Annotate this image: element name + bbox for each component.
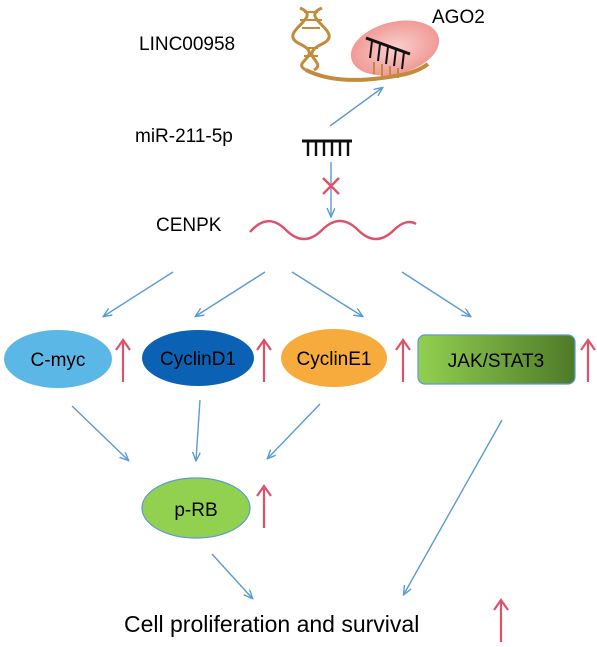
prb-node: p-RB	[141, 477, 251, 539]
jakstat3-label: JAK/STAT3	[448, 351, 544, 372]
cyclind1-to-prb-arrow	[196, 399, 201, 460]
cenpk-to-cyclind1-arrow	[196, 271, 266, 316]
up-arrow-icon	[115, 338, 131, 382]
cycline1-node: CyclinE1	[281, 329, 387, 387]
lncrna-helix-icon	[291, 6, 331, 72]
lncrna-strand	[305, 62, 430, 82]
mirna-to-ago2-arrow	[329, 88, 382, 127]
jakstat3-node: JAK/STAT3	[417, 334, 576, 385]
cyclind1-node: CyclinD1	[142, 330, 254, 386]
jakstat3-to-outcome-arrow	[404, 419, 503, 594]
outcome-label: Cell proliferation and survival	[124, 611, 420, 637]
lncrna-label: LINC00958	[139, 34, 236, 55]
cenpk-to-jakstat3-arrow	[401, 271, 470, 316]
prb-label: p-RB	[174, 500, 217, 521]
up-arrow-icon	[395, 338, 411, 382]
cenpk-to-cmyc-arrow	[104, 271, 174, 316]
mirna-comb-icon	[302, 139, 352, 156]
cmyc-label: C-myc	[31, 350, 86, 371]
cycline1-to-prb-arrow	[268, 403, 321, 458]
cenpk-label: CENPK	[156, 215, 222, 236]
cyclind1-label: CyclinD1	[160, 349, 236, 370]
mirna-label: miR-211-5p	[135, 126, 233, 147]
up-arrow-icon	[256, 484, 272, 528]
up-arrow-icon	[493, 598, 509, 642]
cmyc-to-prb-arrow	[71, 405, 128, 460]
cenpk-to-cycline1-arrow	[291, 271, 362, 316]
prb-to-outcome-arrow	[211, 553, 252, 598]
cmyc-node: C-myc	[4, 330, 112, 388]
cenpk-mrna-wave	[249, 219, 417, 241]
up-arrow-icon	[256, 338, 272, 382]
ago2-label: AGO2	[432, 7, 485, 28]
bound-mirna-comb-icon	[365, 36, 411, 78]
inhibition-cross-icon	[322, 177, 340, 195]
up-arrow-icon	[580, 338, 596, 382]
cycline1-label: CyclinE1	[297, 349, 372, 370]
